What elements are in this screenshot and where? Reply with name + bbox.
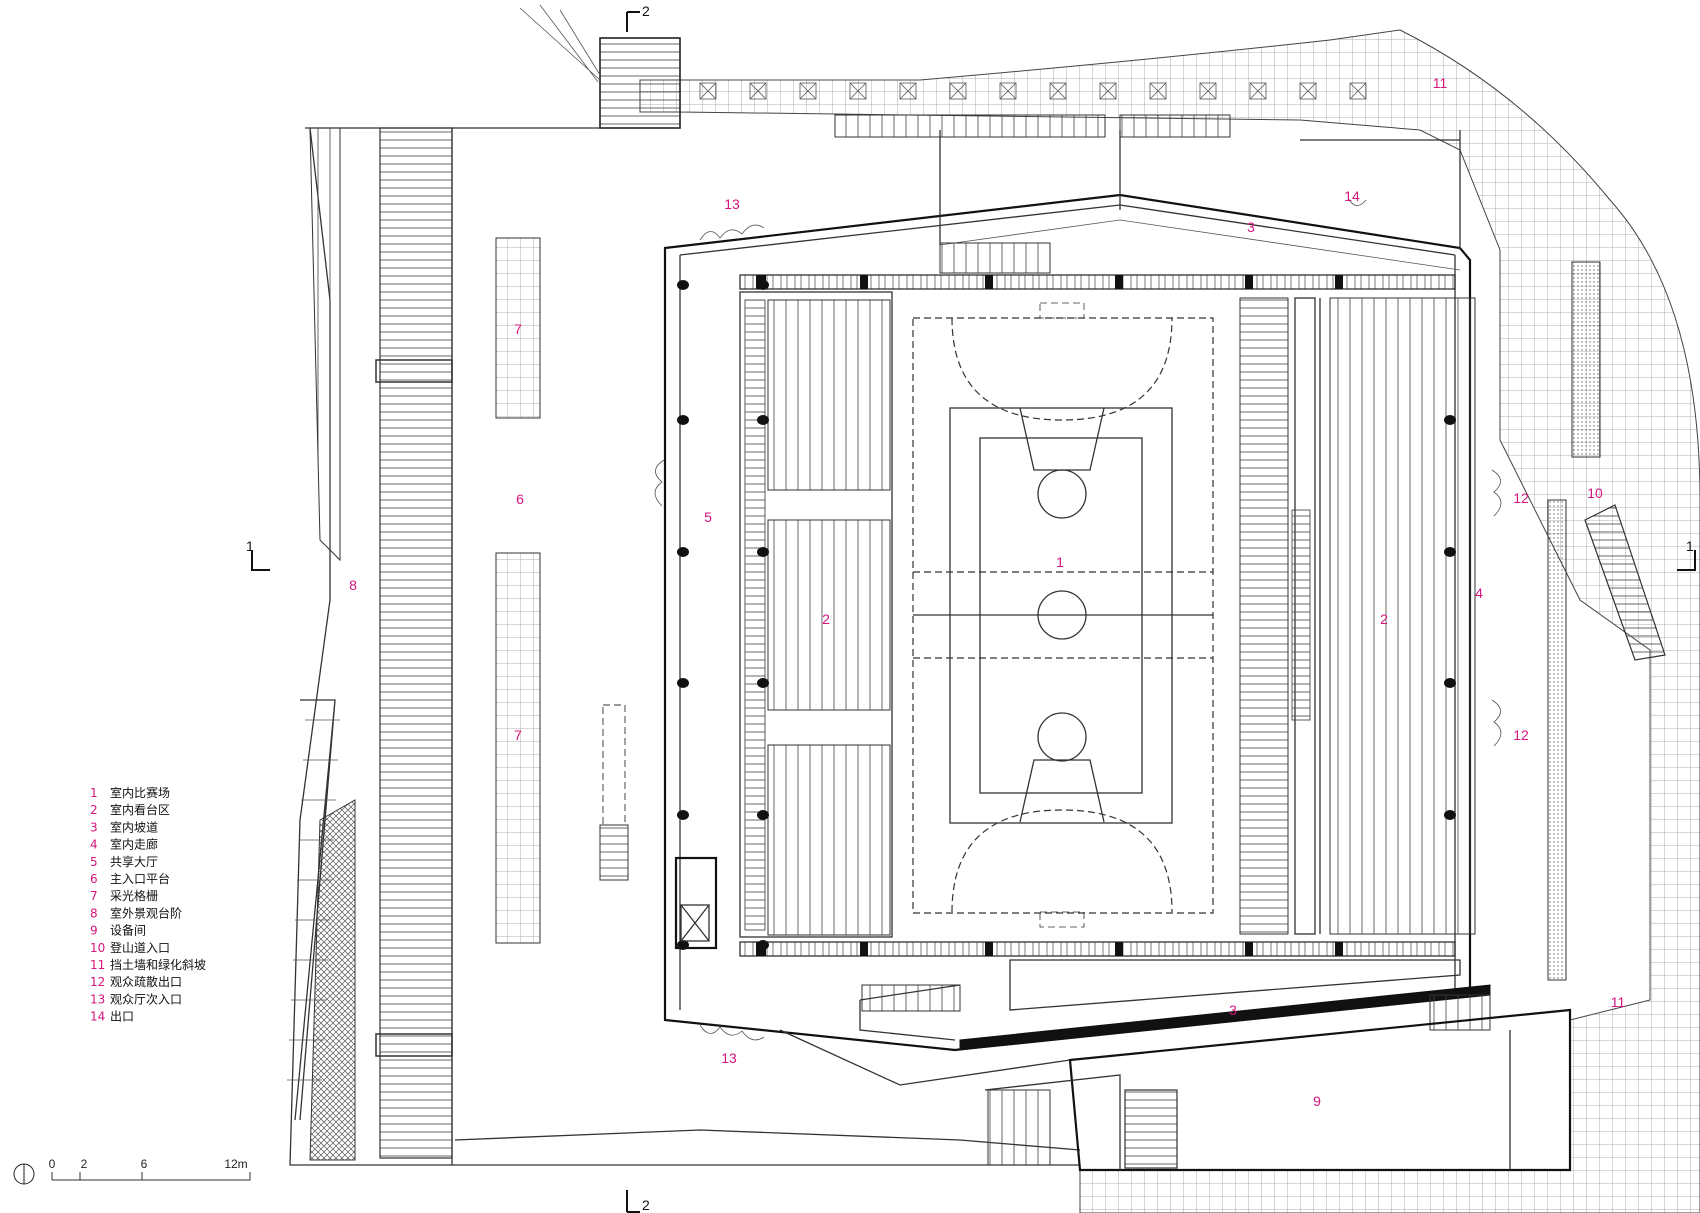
section-mark-2-top: 2 (642, 3, 650, 19)
legend-number: 8 (90, 906, 98, 920)
legend-text: 设备间 (110, 924, 146, 938)
legend-text: 室内比赛场 (110, 785, 170, 800)
label-retaining-top: 11 (1433, 75, 1448, 91)
label-stands-right: 2 (1380, 611, 1388, 627)
columns (677, 280, 1456, 950)
legend-text: 室内坡道 (110, 819, 158, 834)
legend-text: 挡土墙和绿化斜坡 (110, 957, 206, 972)
legend-number: 14 (90, 1010, 105, 1024)
label-entry-platform: 6 (516, 491, 524, 507)
planter (1547, 499, 1567, 981)
legend-number: 4 (90, 838, 98, 852)
legend-text: 登山道入口 (110, 940, 170, 955)
equipment-room (984, 1008, 1572, 1172)
legend-number: 5 (90, 855, 98, 869)
section-mark-1-right: 1 (1686, 538, 1694, 554)
planter (1571, 261, 1601, 458)
label-hall: 5 (704, 509, 712, 525)
section-mark-1-left: 1 (246, 538, 254, 554)
label-skylight-bottom: 7 (514, 727, 522, 743)
scale-tick-0: 0 (49, 1157, 56, 1171)
legend-number: 6 (90, 872, 98, 886)
building-shell (663, 114, 1491, 1086)
legend-number: 9 (90, 924, 98, 938)
legend-text: 室内看台区 (110, 802, 170, 817)
legend-text: 采光格栅 (110, 888, 158, 903)
legend-number: 10 (90, 941, 105, 955)
trail-stair (1584, 504, 1666, 661)
label-court: 1 (1056, 554, 1064, 570)
scale-tick-2: 2 (81, 1157, 88, 1171)
scale-bar: 0 2 6 12m (13, 1157, 251, 1185)
left-stands (739, 291, 893, 938)
elevator (674, 856, 718, 950)
legend-number: 3 (90, 820, 98, 834)
label-trail-entry: 10 (1587, 485, 1603, 501)
label-ramp-top: 3 (1247, 219, 1255, 235)
label-retaining-bottom: 11 (1611, 994, 1626, 1010)
legend-text: 观众厅次入口 (110, 992, 182, 1006)
legend-text: 共享大厅 (110, 854, 158, 869)
label-exit-lower: 12 (1513, 727, 1529, 743)
label-exit: 14 (1344, 188, 1360, 204)
zone-labels: 1 2 2 3 3 4 5 6 7 7 8 9 10 11 11 12 12 1… (349, 75, 1625, 1109)
label-stands-left: 2 (822, 611, 830, 627)
legend-text: 观众疏散出口 (110, 974, 182, 989)
legend-number: 2 (90, 803, 98, 817)
section-mark-2-bottom: 2 (642, 1197, 650, 1213)
doors (654, 197, 1502, 1041)
legend-number: 1 (90, 786, 98, 800)
label-skylight-top: 7 (514, 321, 522, 337)
label-equipment: 9 (1313, 1093, 1321, 1109)
label-corridor: 4 (1475, 585, 1483, 601)
legend-text: 室外景观台阶 (110, 905, 182, 920)
top-stair (519, 4, 681, 129)
outdoor-steps (287, 127, 453, 1166)
right-stands (1239, 297, 1476, 935)
label-side-entry-bottom: 13 (721, 1050, 737, 1066)
structural-band (739, 274, 1456, 957)
legend-number: 13 (90, 992, 105, 1006)
label-side-entry-top: 13 (724, 196, 740, 212)
legend-text: 出口 (110, 1010, 134, 1024)
label-ramp-bottom: 3 (1229, 1002, 1237, 1018)
legend-number: 12 (90, 975, 105, 989)
label-outdoor-steps: 8 (349, 577, 357, 593)
scale-tick-6: 6 (141, 1157, 148, 1171)
section-marks: 2 2 1 1 (246, 3, 1696, 1213)
scale-tick-12m: 12m (224, 1157, 247, 1171)
legend-number: 11 (90, 958, 105, 972)
legend-text: 主入口平台 (110, 871, 170, 886)
legend-text: 室内走廊 (110, 837, 158, 852)
basketball-court (912, 302, 1214, 928)
legend-number: 7 (90, 889, 98, 903)
label-exit-upper: 12 (1513, 490, 1529, 506)
